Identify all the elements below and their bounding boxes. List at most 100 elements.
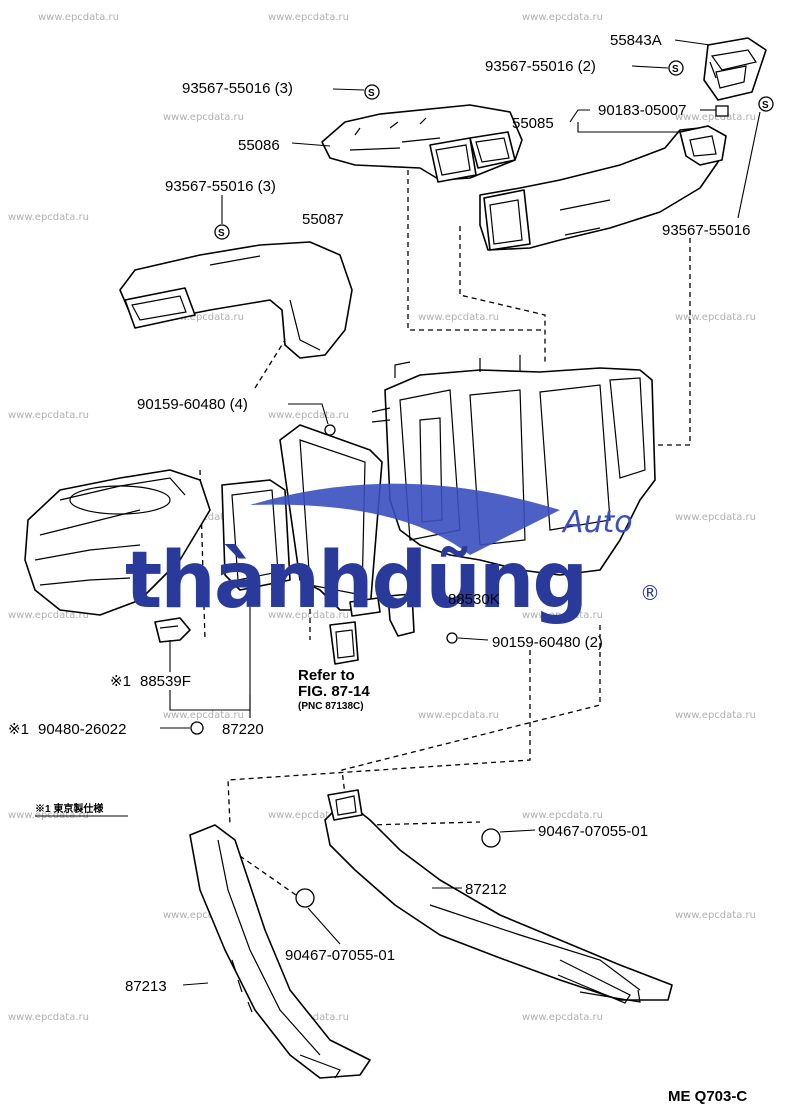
part-55087 <box>119 241 353 359</box>
label-90159-2: 90159-60480 (2) <box>492 634 603 651</box>
label-93567-3b: 93567-55016 (3) <box>165 178 276 195</box>
label-88539f-mark: ※1 <box>110 673 131 690</box>
watermark: www.epcdata.ru <box>163 910 244 921</box>
part-87213 <box>189 824 371 1079</box>
leader-line <box>182 982 209 986</box>
clip-90183 <box>715 105 729 117</box>
svg-text:S: S <box>672 64 679 75</box>
assembly-dash-lines <box>199 170 691 896</box>
leader-line <box>288 403 329 425</box>
label-refer-3: (PNC 87138C) <box>298 701 364 712</box>
part-87212 <box>324 789 673 1004</box>
watermark: www.epcdata.ru <box>675 910 756 921</box>
watermark: www.epcdata.ru <box>8 212 89 223</box>
part-55085 <box>479 125 727 251</box>
dash-line <box>367 821 481 826</box>
leader-line <box>737 111 761 219</box>
brand-logo: thànhdũng Auto ® <box>125 483 660 626</box>
label-87213: 87213 <box>125 978 167 995</box>
grommet-90480 <box>190 721 204 735</box>
label-note: ※1 東京製仕様 <box>35 802 104 815</box>
leader-line <box>631 65 669 69</box>
watermark: www.epcdata.ru <box>418 710 499 721</box>
label-87220: 87220 <box>222 721 264 738</box>
leader-line <box>291 142 331 147</box>
label-90480-mark: ※1 <box>8 721 29 738</box>
svg-text:S: S <box>762 100 769 111</box>
dash-line <box>650 238 691 446</box>
watermark: www.epcdata.ru <box>522 1012 603 1023</box>
leader-line <box>569 109 680 133</box>
watermark: www.epcdata.ru <box>675 112 756 123</box>
part-87220 <box>221 424 383 611</box>
label-87212: 87212 <box>465 881 507 898</box>
grommet-90467-b <box>295 888 315 908</box>
logo-registered: ® <box>640 581 660 605</box>
screw-90159-b <box>446 632 458 644</box>
screw-90159-a <box>324 424 336 436</box>
svg-text:S: S <box>218 228 225 239</box>
dash-line <box>341 625 601 796</box>
watermark: www.epcdata.ru <box>8 610 89 621</box>
label-55085: 55085 <box>512 115 554 132</box>
part-55843a <box>703 37 767 101</box>
label-55087: 55087 <box>302 211 344 228</box>
watermark: www.epcdata.ru <box>522 810 603 821</box>
watermark: www.epcdata.ru <box>418 312 499 323</box>
watermark: www.epcdata.ru <box>675 710 756 721</box>
leader-line <box>457 637 489 641</box>
watermark: www.epcdata.ru <box>675 512 756 523</box>
label-88530k: 88530K <box>448 591 500 608</box>
clip-93567-a <box>364 84 380 100</box>
label-diagram-code: ME Q703-C <box>668 1088 747 1105</box>
part-88530k <box>349 593 415 637</box>
part-55086 <box>321 104 523 183</box>
dash-line <box>239 855 297 896</box>
leader-line <box>332 88 365 91</box>
watermark: www.epcdata.ru <box>268 410 349 421</box>
part-actuator <box>329 621 359 665</box>
label-90183: 90183-05007 <box>598 102 686 119</box>
watermark: www.epcdata.ru <box>675 312 756 323</box>
watermark: www.epcdata.ru <box>163 112 244 123</box>
label-93567-2: 93567-55016 (2) <box>485 58 596 75</box>
label-90159-4: 90159-60480 (4) <box>137 396 248 413</box>
leader-line <box>674 39 711 46</box>
leader-line <box>169 690 251 711</box>
watermark: www.epcdata.ru <box>38 12 119 23</box>
dash-line <box>459 226 546 365</box>
leader-line <box>499 829 536 833</box>
grommet-90467-a <box>481 828 501 848</box>
label-refer-1: Refer to <box>298 667 355 684</box>
part-88539f <box>154 617 191 643</box>
logo-text: thànhdũng <box>125 536 586 626</box>
label-90467-b: 90467-07055-01 <box>285 947 395 964</box>
label-88539f: 88539F <box>140 673 191 690</box>
clip-93567-b <box>668 60 684 76</box>
watermark: www.epcdata.ru <box>163 312 244 323</box>
watermark: www.epcdata.ru <box>522 610 603 621</box>
logo-sub: Auto <box>561 505 633 540</box>
svg-text:S: S <box>368 88 375 99</box>
label-90480: 90480-26022 <box>38 721 126 738</box>
clip-93567-c <box>214 224 230 240</box>
part-blower-case <box>24 469 211 616</box>
leader-lines <box>35 39 761 986</box>
watermark: www.epcdata.ru <box>163 710 244 721</box>
fasteners: S S S S <box>190 60 774 908</box>
watermark: www.epcdata.ru <box>8 410 89 421</box>
part-labels: 55843A 93567-55016 (2) 93567-55016 (3) 5… <box>8 32 750 1105</box>
watermark: www.epcdata.ru <box>522 12 603 23</box>
leader-line <box>307 907 341 945</box>
label-refer-2: FIG. 87-14 <box>298 683 370 700</box>
watermark: www.epcdata.ru <box>268 810 349 821</box>
watermark: www.epcdata.ru <box>268 610 349 621</box>
watermark: www.epcdata.ru <box>268 12 349 23</box>
watermark: www.epcdata.ru <box>8 1012 89 1023</box>
label-55086: 55086 <box>238 137 280 154</box>
logo-swoosh <box>250 483 560 555</box>
clip-93567-d <box>758 96 774 112</box>
label-93567-3a: 93567-55016 (3) <box>182 80 293 97</box>
label-90467-a: 90467-07055-01 <box>538 823 648 840</box>
